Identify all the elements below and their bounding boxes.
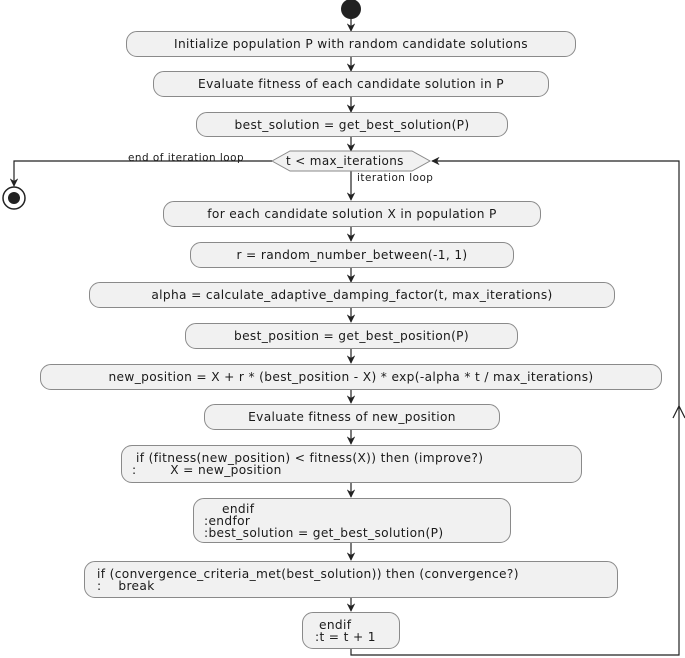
improve-condition-text: if (fitness(new_position) < fitness(X)) … xyxy=(136,451,484,465)
step-best-solution: best_solution = get_best_solution(P) xyxy=(196,112,508,137)
step-increment-t: endif :t = t + 1 xyxy=(302,612,400,649)
endfor-text: :endfor xyxy=(204,513,251,528)
step-for-each: for each candidate solution X in populat… xyxy=(163,201,541,227)
convergence-break-text: : break xyxy=(97,578,155,593)
improve-action-text: : X = new_position xyxy=(132,463,282,477)
step-improve-check: if (fitness(new_position) < fitness(X)) … xyxy=(121,445,582,483)
final-endif-text: endif xyxy=(319,617,352,632)
end-node-inner xyxy=(8,192,20,204)
loop-exit-label: end of iteration loop xyxy=(128,152,245,164)
step-initialize: Initialize population P with random cand… xyxy=(126,31,576,57)
step-convergence-check: if (convergence_criteria_met(best_soluti… xyxy=(84,561,618,598)
step-alpha: alpha = calculate_adaptive_damping_facto… xyxy=(89,282,615,308)
step-best-position: best_position = get_best_position(P) xyxy=(185,323,518,349)
increment-t-text: :t = t + 1 xyxy=(315,629,376,644)
step-random-r: r = random_number_between(-1, 1) xyxy=(190,242,514,268)
endif-text: endif xyxy=(222,501,255,516)
update-best-solution-text: :best_solution = get_best_solution(P) xyxy=(204,525,444,540)
loop-back-edge xyxy=(350,156,680,656)
start-node xyxy=(341,0,361,19)
convergence-condition-text: if (convergence_criteria_met(best_soluti… xyxy=(97,566,519,581)
step-evaluate-population: Evaluate fitness of each candidate solut… xyxy=(153,71,549,97)
step-endfor-block: endif :endfor :best_solution = get_best_… xyxy=(193,498,511,543)
loop-decision-diamond xyxy=(270,150,432,172)
loop-exit-edge xyxy=(9,160,272,187)
loop-iteration-label: iteration loop xyxy=(357,172,434,184)
loop-condition: t < max_iterations xyxy=(286,154,404,168)
step-evaluate-new: Evaluate fitness of new_position xyxy=(204,404,500,430)
step-new-position: new_position = X + r * (best_position - … xyxy=(40,364,662,390)
loop-back-arrow-icon xyxy=(672,404,685,419)
